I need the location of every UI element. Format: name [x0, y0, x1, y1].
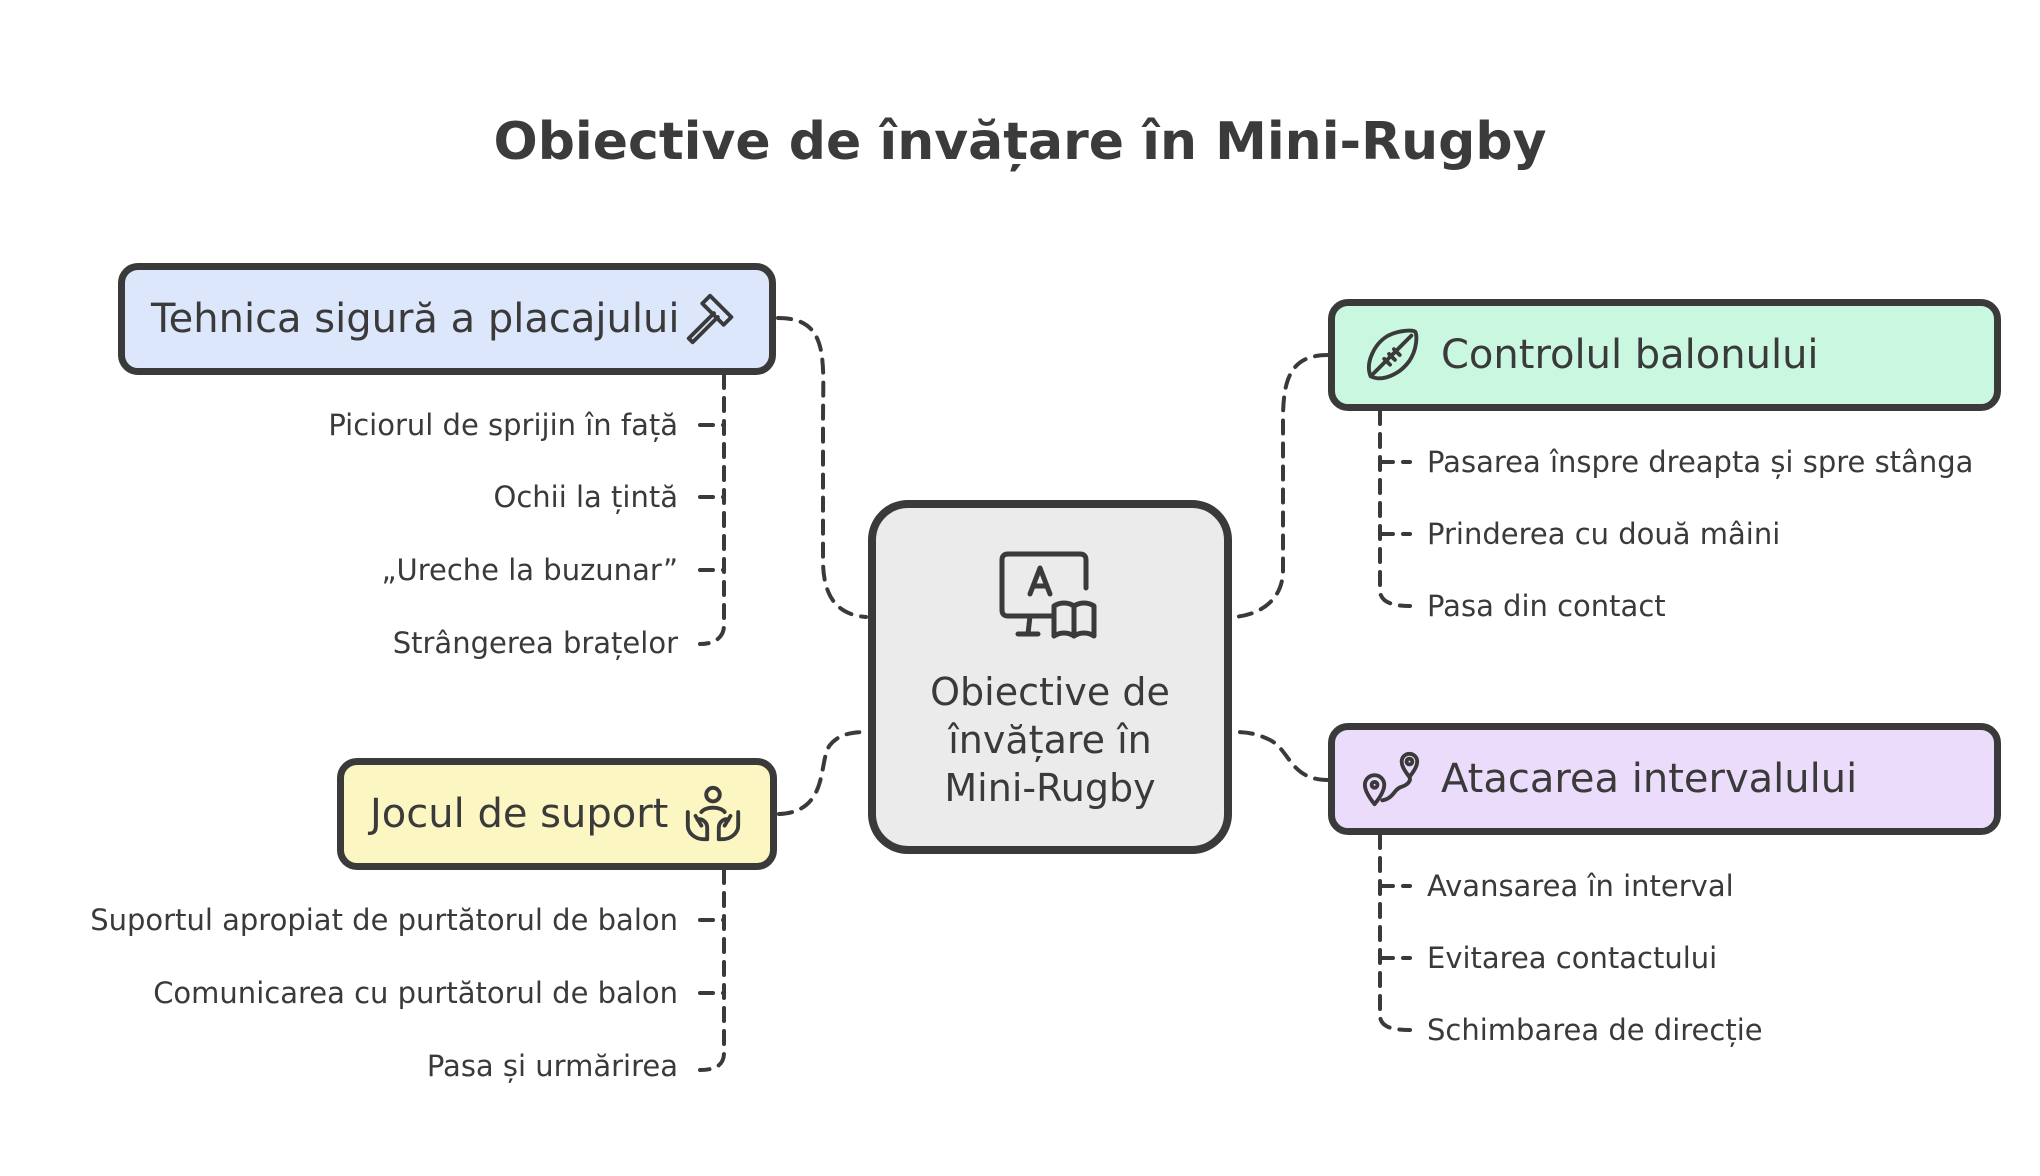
leaf-tehnica-2: Ochii la țintă [493, 480, 678, 514]
hammer-icon [681, 288, 743, 350]
branch-control-label: Controlul balonului [1441, 332, 1819, 378]
branch-suport-label: Jocul de suport [370, 791, 669, 837]
spine-tehnica [698, 373, 726, 646]
spine-control [1378, 409, 1412, 608]
central-topic[interactable]: Obiective de învățare în Mini-Rugby [868, 500, 1232, 854]
leaf-suport-3: Pasa și urmărirea [426, 1049, 678, 1083]
leaf-tehnica-1: Piciorul de sprijin în față [328, 408, 678, 442]
branch-tehnica-label: Tehnica sigură a placajului [151, 296, 680, 342]
leaf-atacare-3: Schimbarea de direcție [1427, 1013, 1763, 1047]
leaf-atacare-1: Avansarea în interval [1427, 869, 1734, 903]
branch-suport[interactable]: Jocul de suport [337, 758, 777, 870]
spine-suport [698, 868, 726, 1072]
support-hands-icon [682, 783, 744, 845]
diagram-title: Obiective de învățare în Mini-Rugby [493, 112, 1547, 172]
leaf-suport-1: Suportul apropiat de purtătorul de balon [90, 903, 678, 937]
learning-screen-book-icon [994, 542, 1106, 658]
branch-atacare[interactable]: Atacarea intervalului [1328, 723, 2001, 835]
leaf-suport-2: Comunicarea cu purtătorul de balon [153, 976, 678, 1010]
leaf-control-1: Pasarea înspre dreapta și spre stânga [1427, 445, 1974, 479]
route-map-icon [1361, 748, 1423, 810]
central-topic-label: Obiective de învățare în Mini-Rugby [930, 670, 1170, 810]
connector-tehnica [776, 316, 868, 619]
leaf-control-3: Pasa din contact [1427, 589, 1666, 623]
rugby-ball-icon [1361, 324, 1423, 386]
leaf-tehnica-3: „Ureche la buzunar” [381, 553, 678, 587]
connector-control [1232, 353, 1330, 619]
connector-atacare [1232, 730, 1330, 782]
leaf-tehnica-4: Strângerea brațelor [392, 626, 678, 660]
leaf-atacare-2: Evitarea contactului [1427, 941, 1718, 975]
spine-atacare [1378, 833, 1412, 1032]
leaf-control-2: Prinderea cu două mâini [1427, 517, 1781, 551]
branch-tehnica[interactable]: Tehnica sigură a placajului [118, 263, 776, 375]
branch-atacare-label: Atacarea intervalului [1441, 756, 1858, 802]
branch-control[interactable]: Controlul balonului [1328, 299, 2001, 411]
connector-suport [777, 730, 868, 816]
